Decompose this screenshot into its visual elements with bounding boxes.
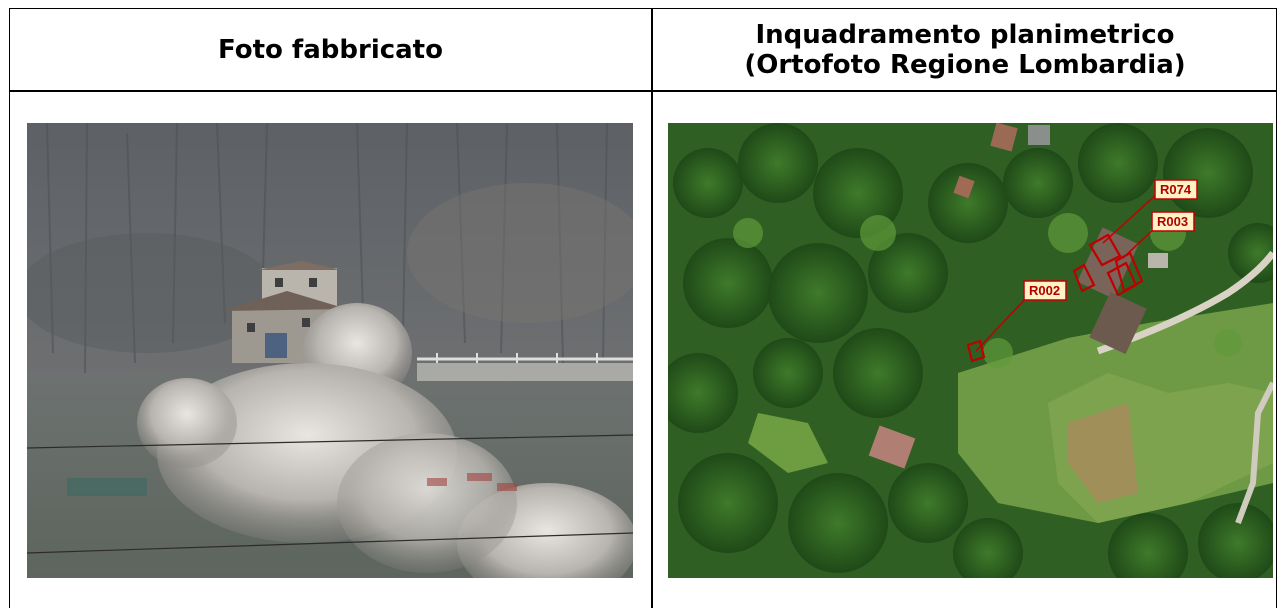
header-divider — [10, 90, 1276, 92]
aerial-map: R074 R003 R002 — [668, 123, 1273, 578]
building-photo — [27, 123, 633, 578]
header-foto-fabbricato: Foto fabbricato — [10, 9, 651, 90]
header-inquadramento: Inquadramento planimetrico (Ortofoto Reg… — [653, 9, 1277, 90]
header-left-text: Foto fabbricato — [218, 34, 443, 65]
header-right-line1: Inquadramento planimetrico — [755, 19, 1175, 50]
header-right-line2: (Ortofoto Regione Lombardia) — [744, 49, 1186, 80]
column-divider — [651, 9, 653, 608]
map-label-r074: R074 — [1160, 182, 1192, 197]
document-table: Foto fabbricato Inquadramento planimetri… — [9, 8, 1277, 608]
map-label-r003: R003 — [1157, 214, 1188, 229]
map-label-r002: R002 — [1029, 283, 1060, 298]
